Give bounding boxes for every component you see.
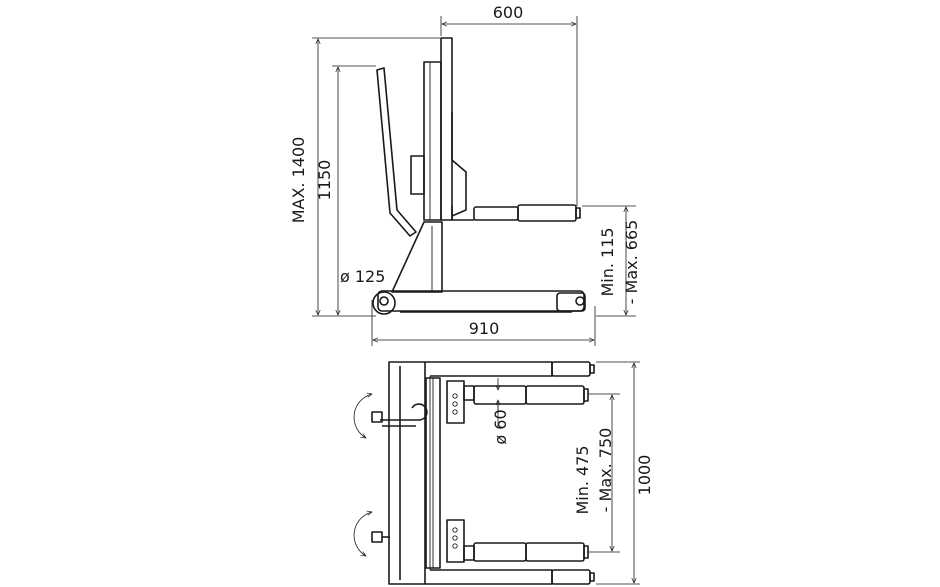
dim-fork-min-label: Min. 115 — [598, 227, 617, 296]
dim-1150-label: 1150 — [315, 160, 334, 201]
top-view: ø 60 Min. 475 - Max. 750 1000 — [353, 361, 654, 585]
dim-wheel-label: ø 125 — [340, 267, 385, 286]
handle-lower — [353, 512, 390, 556]
dim-910-label: 910 — [469, 319, 500, 338]
dim-roller-label: ø 60 — [491, 409, 510, 444]
dim-1150: 1150 — [315, 65, 376, 315]
top-frame — [388, 361, 553, 585]
dim-600: 600 — [440, 3, 578, 206]
dim-910: 910 — [371, 300, 596, 346]
base-support — [391, 221, 443, 293]
dim-spread: Min. 475 - Max. 750 — [573, 393, 620, 553]
dim-wheel: ø 125 — [340, 267, 385, 286]
top-rollers-lower — [446, 519, 595, 585]
dim-600-label: 600 — [493, 3, 524, 22]
dim-fork-height: Min. 115 - Max. 665 — [582, 205, 641, 317]
dim-fork-max-label: - Max. 665 — [622, 220, 641, 305]
dim-roller-diameter: ø 60 — [491, 378, 510, 445]
chassis — [372, 290, 586, 315]
dim-max-1400: MAX. 1400 — [289, 37, 440, 317]
dim-1000: 1000 — [596, 361, 654, 585]
fork-roller — [451, 204, 581, 222]
dim-spread-min-label: Min. 475 — [573, 445, 592, 514]
dim-spread-max-label: - Max. 750 — [596, 428, 615, 513]
side-view: 600 MAX. 1400 1150 ø 125 910 — [289, 3, 641, 346]
top-rollers-upper — [446, 361, 595, 424]
mast — [410, 37, 467, 221]
handle-upper — [353, 394, 428, 438]
dim-1000-label: 1000 — [635, 455, 654, 496]
push-handle — [376, 67, 417, 237]
dim-max-1400-label: MAX. 1400 — [289, 137, 308, 224]
